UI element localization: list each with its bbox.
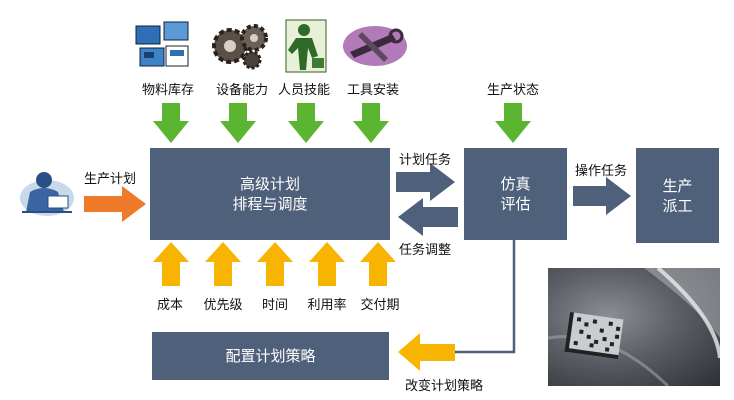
yellow-arrow-priority <box>205 242 241 286</box>
label-material-inventory: 物料库存 <box>141 83 195 98</box>
feedback-line <box>455 240 516 354</box>
yellow-arrow-utilization <box>309 242 345 286</box>
arrow-task-adjust <box>398 198 458 236</box>
green-arrow-equipment <box>220 103 256 143</box>
green-arrow-tools <box>353 103 389 143</box>
label-cost: 成本 <box>156 298 184 313</box>
aps-line2: 排程与调度 <box>232 195 308 213</box>
label-production-status: 生产状态 <box>486 83 540 98</box>
yellow-arrow-time <box>257 242 293 286</box>
yellow-arrow-cost <box>153 242 189 286</box>
datamatrix-part-image <box>548 268 720 386</box>
label-tool-installation: 工具安装 <box>346 83 400 98</box>
aps-line1: 高级计划 <box>239 175 300 193</box>
label-priority: 优先级 <box>203 298 243 313</box>
datamatrix-part-photo <box>548 268 720 386</box>
label-task-adjustment: 任务调整 <box>398 243 452 258</box>
green-arrow-inventory <box>153 103 189 143</box>
label-time: 时间 <box>261 298 289 313</box>
sim-line1: 仿真 <box>500 175 531 193</box>
arrow-plan-task <box>396 163 455 201</box>
worker-icon <box>285 19 327 73</box>
inventory-icon <box>135 21 189 67</box>
label-operation-task: 操作任务 <box>574 164 628 179</box>
sim-line2: 评估 <box>500 195 531 213</box>
label-plan-task: 计划任务 <box>398 153 452 168</box>
dispatch-line2: 派工 <box>662 196 693 215</box>
label-personnel-skills: 人员技能 <box>277 83 331 98</box>
label-change-strategy: 改变计划策略 <box>404 379 484 394</box>
label-utilization: 利用率 <box>307 298 347 313</box>
orange-arrow-plan <box>84 186 146 222</box>
dispatch-box: 生产 派工 <box>636 148 719 243</box>
aps-box: 高级计划 排程与调度 <box>150 148 390 240</box>
yellow-arrow-delivery <box>360 242 396 286</box>
label-production-plan: 生产计划 <box>83 172 137 187</box>
label-delivery-period: 交付期 <box>360 298 400 313</box>
green-arrow-status <box>495 103 531 143</box>
tools-icon <box>343 26 407 66</box>
simulation-box: 仿真 评估 <box>464 148 567 240</box>
config-label: 配置计划策略 <box>225 347 316 365</box>
config-box: 配置计划策略 <box>152 332 389 380</box>
label-equipment-capacity: 设备能力 <box>215 83 269 98</box>
dispatch-line1: 生产 <box>662 176 693 195</box>
green-arrow-personnel <box>288 103 324 143</box>
planner-person-icon <box>20 172 74 216</box>
arrow-operation-task <box>573 177 631 215</box>
gears-icon <box>212 24 268 70</box>
yellow-arrow-change-strategy <box>398 333 455 371</box>
